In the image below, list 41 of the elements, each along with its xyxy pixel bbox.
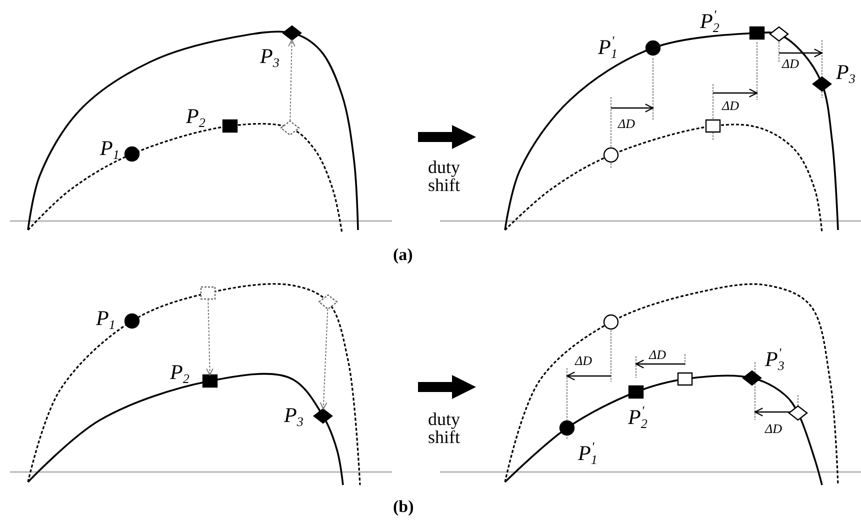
delta-d-label: ΔD [722, 99, 740, 112]
delta-d-label: ΔD [765, 422, 782, 435]
point-label: P$_{3}$ [284, 405, 304, 428]
point-label: P$_{2}$ [186, 106, 206, 129]
delta-d-label: ΔD [618, 117, 636, 130]
previous-point-square-marker [677, 372, 693, 386]
point-circle-marker [124, 313, 140, 329]
point-label: P$_{3}$ [836, 62, 856, 85]
previous-point-square-marker [705, 119, 721, 133]
point-diamond-marker [812, 76, 832, 92]
shift-arrow [320, 308, 328, 410]
point-diamond-marker [742, 370, 762, 386]
delta-d-label: ΔD [649, 348, 666, 361]
previous-point-square-marker [200, 286, 216, 300]
panel-label: (a) [393, 246, 413, 263]
previous-point-circle-marker [603, 314, 619, 330]
point-square-marker [202, 374, 218, 388]
point-label: P$_{2}$ [170, 362, 190, 385]
previous-point-diamond-marker [769, 26, 789, 42]
point-label: P$_{3}$ [260, 46, 280, 69]
point-square-marker [222, 119, 238, 133]
point-diamond-marker [313, 408, 333, 424]
previous-point-diamond-marker [788, 405, 808, 421]
previous-point-circle-marker [603, 147, 619, 163]
panel-label: (b) [393, 498, 414, 515]
shift-caption: duty shift [426, 158, 461, 194]
point-label: P$_{1}$ [100, 138, 120, 161]
point-square-marker [628, 385, 644, 399]
shift-arrow [206, 298, 214, 376]
previous-point-diamond-marker [318, 294, 338, 310]
point-circle-marker [124, 146, 140, 162]
point-label: P$_{1}$ [96, 308, 116, 331]
shift-caption: duty shift [426, 410, 461, 446]
point-circle-marker [559, 420, 575, 436]
previous-point-diamond-marker [280, 120, 300, 136]
point-circle-marker [645, 40, 661, 56]
point-square-marker [749, 26, 765, 40]
point-diamond-marker [282, 25, 302, 41]
delta-d-label: ΔD [575, 354, 592, 367]
shift-arrow [288, 40, 296, 122]
delta-d-label: ΔD [782, 57, 800, 70]
